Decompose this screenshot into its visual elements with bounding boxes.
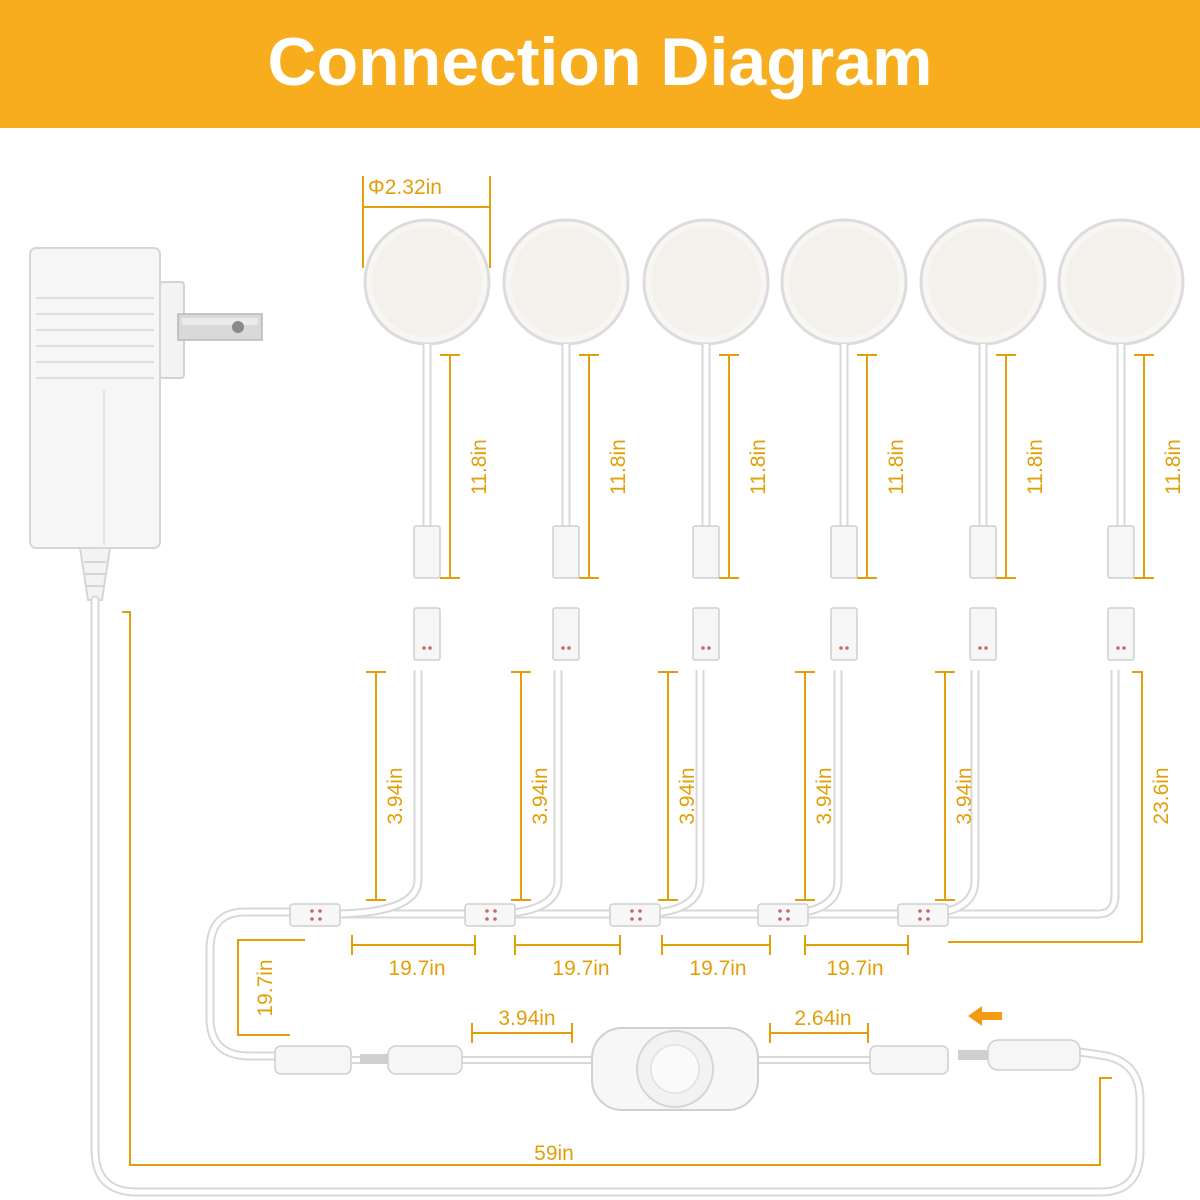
lead-length-label: 11.8in — [1024, 439, 1047, 495]
lead-length-label: 11.8in — [468, 439, 491, 495]
puck-light — [642, 218, 770, 661]
lead-length-label: 11.8in — [607, 439, 630, 495]
splitter-connectors — [289, 903, 949, 927]
page-title: Connection Diagram — [267, 24, 933, 100]
puck-diameter-label: Φ2.32in — [368, 176, 442, 199]
spacing-label: 19.7in — [689, 957, 746, 980]
power-adapter-icon — [29, 247, 263, 601]
puck-light — [363, 218, 491, 661]
branch-length-label: 3.94in — [529, 767, 552, 824]
dimmer-input-label: 3.94in — [498, 1007, 555, 1030]
dimmer-output-label: 2.64in — [794, 1007, 851, 1030]
puck-light — [502, 218, 630, 661]
branch-length-label: 3.94in — [953, 767, 976, 824]
title-banner — [0, 0, 1200, 128]
branch-length-label: 3.94in — [676, 767, 699, 824]
left-arrow-icon — [968, 1006, 1002, 1026]
adapter-cable-label: 59in — [534, 1142, 574, 1165]
spacing-label: 19.7in — [552, 957, 609, 980]
spacing-label: 19.7in — [388, 957, 445, 980]
puck-light — [780, 218, 908, 661]
left-drop-label: 19.7in — [254, 959, 277, 1016]
branch-length-label: 23.6in — [1150, 767, 1173, 824]
branch-cables — [329, 670, 980, 919]
dimmer-switch-icon — [591, 1027, 759, 1111]
branch-length-label: 3.94in — [384, 767, 407, 824]
puck-lights — [363, 218, 1185, 661]
spacing-label: 19.7in — [826, 957, 883, 980]
lead-length-label: 11.8in — [1162, 439, 1185, 495]
puck-light — [1057, 218, 1185, 661]
dimmer-assembly — [274, 1027, 1081, 1111]
puck-light — [919, 218, 1047, 661]
dimension-lines — [122, 176, 1154, 1166]
lead-length-label: 11.8in — [747, 439, 770, 495]
lead-length-label: 11.8in — [885, 439, 908, 495]
branch-length-label: 3.94in — [813, 767, 836, 824]
